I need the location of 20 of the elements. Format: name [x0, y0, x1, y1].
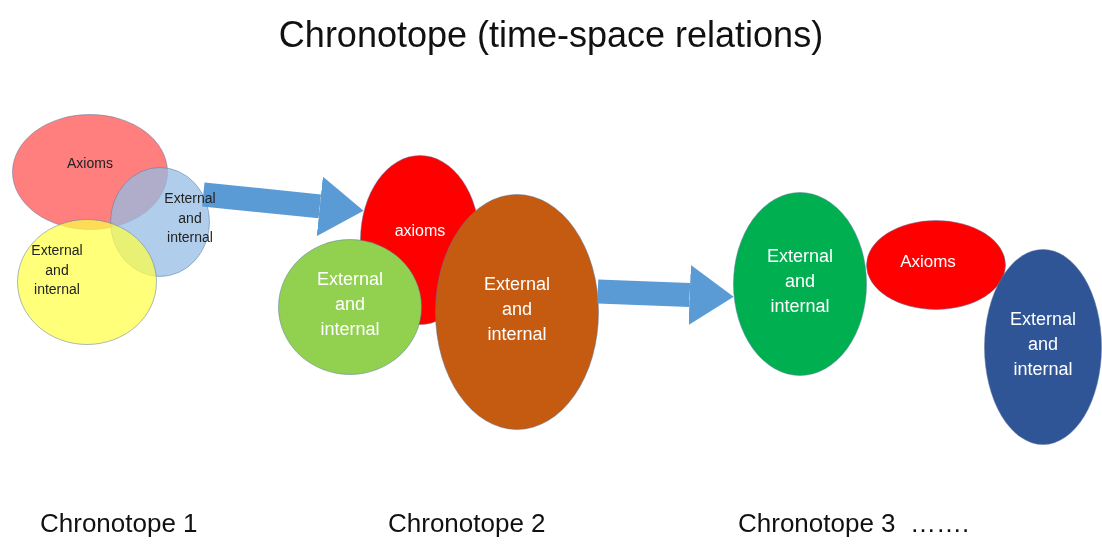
node-label: Axioms: [66, 154, 114, 173]
node-label: External and internal: [315, 268, 384, 342]
node-label: External and internal: [765, 245, 834, 319]
ellipse-node: [866, 220, 1006, 310]
block-arrow: [597, 265, 734, 326]
diagram-title: Chronotope (time-space relations): [277, 14, 825, 56]
stage-label: Chronotope 3 …….: [738, 508, 970, 539]
node-label: External and internal: [30, 241, 84, 300]
ellipse-node: [278, 239, 422, 375]
stage-label: Chronotope 1: [40, 508, 198, 539]
ellipse-node: [733, 192, 867, 376]
stage-label: Chronotope 2: [388, 508, 546, 539]
node-label: External and internal: [1008, 308, 1077, 382]
block-arrow: [202, 176, 364, 237]
node-label: axioms: [393, 221, 447, 241]
node-label: External and internal: [482, 273, 551, 347]
ellipse-node: [984, 249, 1102, 445]
node-label: External and internal: [163, 189, 217, 248]
ellipse-node: [17, 219, 157, 345]
node-label: Axioms: [899, 251, 957, 273]
